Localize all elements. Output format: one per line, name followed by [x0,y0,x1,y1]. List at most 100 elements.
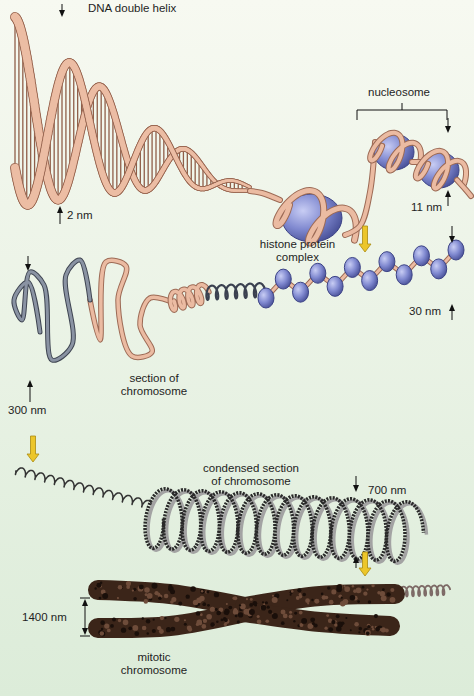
helix-strand-outline [200,186,206,191]
chromatin-texture [354,622,359,627]
chromatin-texture [240,604,246,610]
chromatin-texture [118,585,123,590]
chromatin-texture [289,615,293,619]
structure-label: mitotic chromosome [118,651,190,677]
chromatin-texture [272,595,274,597]
helix-strand [217,181,221,184]
dna-linker [250,191,280,200]
chromatin-texture [293,620,295,622]
helix-strand [190,152,194,156]
chromatin-texture [324,627,327,630]
helix-strand [211,177,215,181]
fiber-nucleosome [258,288,274,308]
nucleosome-bracket [357,103,447,120]
helix-strand-outline [214,181,220,186]
chromatin-texture [117,597,119,599]
chromatin-texture [336,584,342,590]
chromatin-texture [200,589,205,594]
fiber-nucleosome [362,271,378,291]
helix-strand-outline [149,182,156,189]
helix-strand [248,186,251,188]
helix-strand-outline [223,186,228,191]
chromatin-texture [221,619,224,622]
step-arrow [359,226,371,252]
chromatin-texture [297,588,301,592]
dna-wrap-outline [370,133,421,171]
helix-strand [220,186,224,189]
chromatin-texture [336,626,342,632]
chromatin-texture [381,595,387,601]
chromatin-texture [186,594,190,598]
base-pair-rung [148,131,149,189]
helix-strand-outline [206,185,212,190]
chromatin-texture [366,588,368,590]
chromatin-texture [164,594,169,599]
helix-strand-outline [216,180,222,185]
helix-strand-outline [201,186,207,191]
helix-strand-outline [234,188,239,192]
chromatin-texture [112,618,116,622]
base-pair-rung [155,128,156,181]
helix-strand-outline [232,188,237,192]
dimension-label: 300 nm [8,404,58,417]
chromatin-texture [153,619,155,621]
chromatin-texture [350,629,352,631]
helix-strand-outline [234,179,239,184]
dimension-arrowhead [25,264,31,271]
helix-strand [220,180,224,183]
chromatin-texture [345,617,347,619]
chromatin-texture [341,597,343,599]
chromatin-texture [170,600,174,604]
helix-strand-outline [235,188,240,192]
chromatin-texture [272,613,278,619]
chromatin-texture [377,591,380,594]
chromatin-texture [321,593,324,596]
helix-strand-outline [209,175,215,181]
chromatin-texture [286,599,288,601]
chromatin-texture [371,626,373,628]
chromatin-texture [224,618,228,622]
fiber-nucleosome [431,259,447,279]
chromatin-texture [184,619,186,621]
helix-strand-outline [233,179,238,184]
chromatin-texture [331,589,336,594]
chromatin-texture [196,619,202,625]
chromatin-texture [139,585,144,590]
chromatin-texture [390,597,396,603]
chromatin-loop-outline [90,260,172,357]
structure-label: section of chromosome [118,372,190,398]
chromatin-texture [246,598,248,600]
helix-strand-outline [215,182,221,187]
dimension-arrowhead [353,556,359,563]
helix-strand-outline [202,186,208,191]
helix-strand-outline [205,185,211,190]
helix-strand-outline [204,185,210,190]
chromatin-texture [132,589,134,591]
helix-strand-outline [215,181,221,187]
helix-strand [247,185,250,187]
chromatin-texture [134,631,139,636]
chromatin-texture [228,606,232,610]
chromatin-texture [371,584,374,587]
chromatin-texture [331,620,335,624]
chromatin-texture [166,627,171,632]
chromatin-texture [356,587,362,593]
helix-strand-outline [224,187,229,192]
helix-strand [187,179,191,184]
chromatin-texture [210,607,215,612]
step-arrow [359,552,371,576]
chromatin-texture [144,599,149,604]
helix-strand [213,183,217,186]
chromatin-texture [311,599,313,601]
chromatin-texture [98,630,103,635]
helix-strand-outline [215,181,221,186]
chromatin-texture [262,601,264,603]
chromatin-texture [147,593,153,599]
chromatin-texture [375,627,380,632]
helix-strand-outline [208,184,214,189]
chromatin-texture [206,614,212,620]
chromatin-texture [336,614,340,618]
helix-strand-outline [222,179,227,184]
helix-strand [216,182,220,185]
dimension-arrowhead [445,190,451,197]
